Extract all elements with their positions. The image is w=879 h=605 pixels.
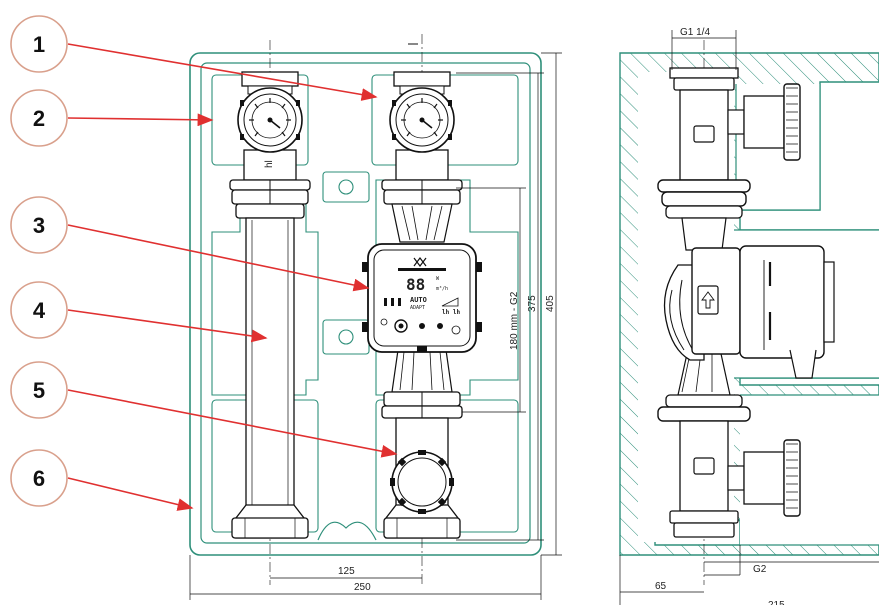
pump-unit-m3h: m³/h: [436, 286, 448, 292]
callout-5-number: 5: [33, 378, 45, 403]
pump-display-digits: 88: [406, 275, 425, 294]
callout-1: 1: [10, 15, 68, 73]
dim-depth-total: 215: [768, 600, 785, 605]
front-dimension-lines: [189, 52, 562, 600]
circulation-pump: 88 W m³/h AUTO ADAPT lh lh: [362, 243, 482, 353]
callout-arrows: [67, 43, 398, 511]
callout-3-number: 3: [33, 213, 45, 238]
callout-2: 2: [10, 89, 68, 147]
arrow-6: [67, 477, 194, 511]
dim-height-inner: 375: [527, 295, 538, 312]
mount-hole-top: [338, 179, 354, 195]
thermometer-left: hl: [237, 87, 303, 168]
dim-pipe-spacing: 125: [338, 566, 355, 577]
mount-notch-bottom: [317, 521, 377, 541]
gauge-label: hl: [264, 160, 275, 168]
arrow-4: [67, 309, 268, 343]
insulation-shell-outer: [189, 52, 542, 556]
callout-1-number: 1: [33, 32, 45, 57]
arrow-1: [67, 43, 378, 101]
dim-height-outer: 405: [545, 295, 556, 312]
callout-4-number: 4: [33, 298, 46, 323]
dim-width-total: 250: [354, 582, 371, 593]
ball-valve: [390, 450, 454, 514]
insulation-shell-inner: [200, 62, 531, 544]
side-dimension-lines: [619, 30, 879, 605]
callout-4: 4: [10, 281, 68, 339]
arrow-2: [67, 113, 214, 127]
pump-mode: AUTO: [410, 296, 427, 304]
dim-pump-span: 180 mm - G2: [509, 291, 520, 350]
return-pipe-tube: [245, 217, 295, 519]
mount-slot-top: [322, 171, 370, 203]
side-pump: [663, 245, 835, 379]
pump-unit-w: W: [436, 276, 440, 282]
callout-5: 5: [10, 361, 68, 419]
callout-6-number: 6: [33, 466, 45, 491]
side-section-view: G1 1/4 G2 65 215: [619, 27, 879, 605]
dim-depth-offset: 65: [655, 581, 667, 592]
callout-3: 3: [10, 196, 68, 254]
side-pipe: [657, 67, 801, 538]
callouts: 1 2 3 4 5 6: [10, 15, 68, 507]
dim-top-thread: G1 1/4: [680, 27, 710, 38]
svg-text:lh lh: lh lh: [442, 309, 460, 316]
callout-6: 6: [10, 449, 68, 507]
pump-mode-sub: ADAPT: [410, 305, 425, 311]
front-view: hl: [189, 34, 562, 600]
arrow-3: [67, 224, 370, 292]
dim-bottom-thread: G2: [753, 564, 767, 575]
thermometer-right: [389, 87, 455, 153]
arrow-5: [67, 389, 398, 458]
mount-hole-mid: [338, 329, 354, 345]
callout-2-number: 2: [33, 106, 45, 131]
